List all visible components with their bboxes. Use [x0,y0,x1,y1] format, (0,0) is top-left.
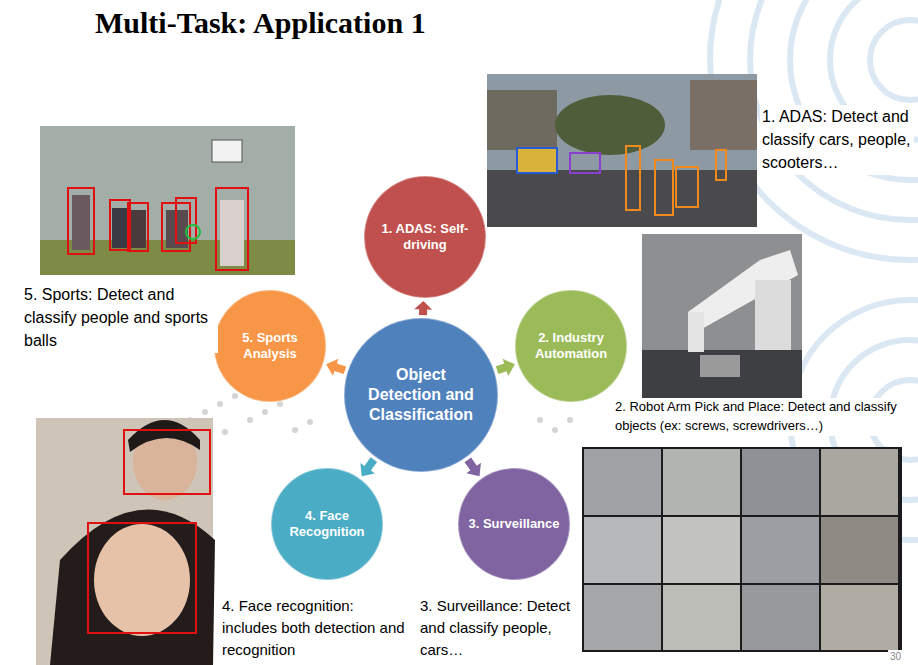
dot [222,429,228,435]
node-label: Object Detection and Classification [360,365,482,425]
dot [217,401,223,407]
node-text-box: 4. Face Recognition [281,508,373,541]
dot [537,417,543,423]
adas-photo [487,74,757,227]
face-box [88,523,196,633]
sports-photo [40,126,295,275]
person-box [128,203,148,251]
topic-circle: 2. Industry Automation [514,289,628,403]
screen [742,585,819,650]
slide-title: Multi-Task: Application 1 [95,6,426,40]
dot [307,419,313,425]
hair [50,509,215,665]
robot-photo [642,234,802,398]
circle-fill [271,468,383,580]
topic-circle: 4. Face Recognition [270,467,384,581]
screen [663,449,740,515]
hub-circle: Object Detection and Classification [343,317,499,473]
person-box [176,198,196,243]
block-arrow [414,301,432,315]
face-box [124,430,210,494]
topic-circle: 3. Surveillance [457,467,571,581]
background [642,234,802,398]
node-label: 5. Sports Analysis [224,330,316,363]
person-box [216,188,248,270]
node-text-box: 5. Sports Analysis [224,330,316,363]
player [112,208,128,248]
block-arrow [465,458,481,477]
face-photo [36,418,215,665]
screen [821,517,898,583]
node-label: 1. ADAS: Self-driving [379,221,471,254]
screen [742,517,819,583]
dot [552,427,558,433]
node-label: 2. Industry Automation [525,330,617,363]
circle-fill [364,176,486,298]
caption-text: 2. Robot Arm Pick and Place: Detect and … [613,398,909,436]
screen [584,585,661,650]
building [690,80,757,150]
player [130,210,146,248]
dot [232,393,238,399]
screen [584,449,661,515]
ball-box [186,225,200,239]
video-wall [582,447,902,652]
backboard [212,140,242,162]
circle-fill [515,290,627,402]
person-box [655,160,673,215]
node-text-box: 1. ADAS: Self-driving [379,221,471,254]
dot [292,427,298,433]
player [72,195,90,250]
screen [742,449,819,515]
page-number: 30 [888,650,916,665]
sky [487,74,757,227]
dot [247,417,253,423]
hair [128,420,200,452]
person-box [68,188,94,254]
car-box [570,153,600,173]
dot [567,417,573,423]
caption-text: 3. Surveillance: Detect and classify peo… [418,595,577,660]
node-label: 3. Surveillance [468,516,560,532]
dot [262,409,268,415]
caption-text: 4. Face recognition: includes both detec… [220,595,412,660]
block-arrow [326,359,346,376]
tray [700,355,740,377]
node-text-box: Object Detection and Classification [360,365,482,425]
ring [870,20,918,100]
ring [750,0,918,220]
bus-box [517,148,557,173]
table [642,350,802,398]
player [220,200,244,266]
node-text-box: 2. Industry Automation [525,330,617,363]
dot [202,409,208,415]
face [94,524,190,636]
topic-circle: 1. ADAS: Self-driving [363,175,487,299]
caption-text: 1. ADAS: Detect and classify cars, peopl… [760,105,914,175]
robot-arm [688,312,704,352]
person-box [676,167,698,207]
tree [555,95,665,155]
circle-fill [458,468,570,580]
robot-base [755,280,791,350]
block-arrow [496,359,515,376]
screen [821,585,898,650]
topic-circle: 5. Sports Analysis [213,289,327,403]
person-box [716,150,726,180]
building [487,90,557,150]
node-text-box: 3. Surveillance [468,516,560,532]
circle-fill [344,318,498,472]
node-label: 4. Face Recognition [281,508,373,541]
caption-text: 5. Sports: Detect and classify people an… [22,283,218,353]
screen [821,449,898,515]
screen [584,517,661,583]
screen [663,517,740,583]
screen [663,585,740,650]
person-box [626,146,640,210]
circle-fill [214,290,326,402]
wall [40,126,295,275]
block-arrow [360,457,377,476]
surveillance-photo [582,447,902,652]
